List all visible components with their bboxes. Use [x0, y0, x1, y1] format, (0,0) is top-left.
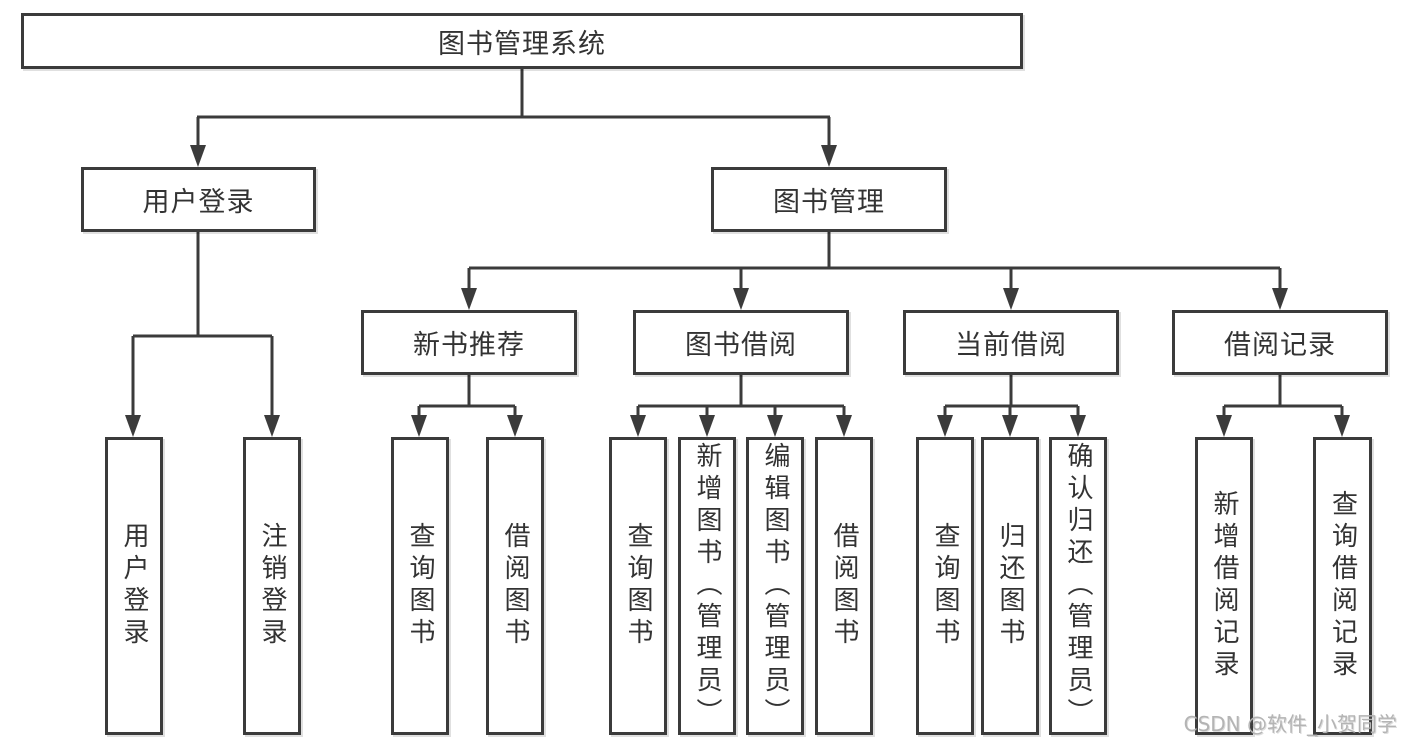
leaf-borrow-books-recommend: 借阅图书 [486, 437, 544, 735]
leaf-logout: 注销登录 [243, 437, 301, 735]
leaf-query-books-borrowing: 查询图书 [609, 437, 667, 735]
leaf-confirm-return-admin: 确认归还（管理员） [1049, 437, 1107, 735]
leaf-query-books-current: 查询图书 [916, 437, 974, 735]
node-book-management-module: 图书管理 [711, 167, 947, 232]
leaf-add-books-admin: 新增图书（管理员） [678, 437, 736, 735]
node-book-borrowing: 图书借阅 [633, 310, 849, 375]
leaf-query-borrow-record: 查询借阅记录 [1313, 437, 1372, 735]
node-library-management-system: 图书管理系统 [21, 13, 1023, 69]
leaf-borrow-books-borrowing: 借阅图书 [815, 437, 873, 735]
node-new-book-recommendation: 新书推荐 [361, 310, 577, 375]
csdn-watermark: CSDN @软件_小贺同学 [1183, 712, 1397, 736]
node-current-borrowing: 当前借阅 [903, 310, 1119, 375]
leaf-edit-books-admin: 编辑图书（管理员） [746, 437, 804, 735]
leaf-return-books: 归还图书 [981, 437, 1039, 735]
node-user-login-module: 用户登录 [81, 167, 316, 232]
leaf-add-borrow-record: 新增借阅记录 [1195, 437, 1253, 735]
node-borrowing-records: 借阅记录 [1172, 310, 1388, 375]
leaf-query-books-recommend: 查询图书 [391, 437, 449, 735]
leaf-user-login: 用户登录 [105, 437, 163, 735]
